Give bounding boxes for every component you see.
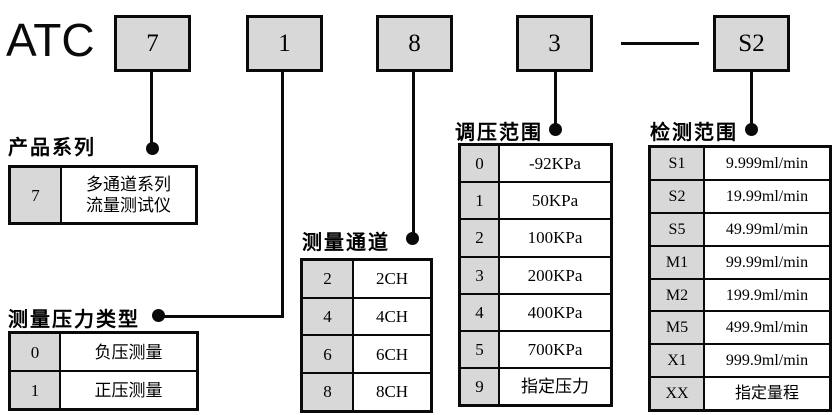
- code-key-cell: X1: [651, 345, 703, 377]
- description-cell: 200KPa: [500, 257, 610, 293]
- description-cell: 199.9ml/min: [705, 279, 829, 311]
- code-key-cell: 2: [303, 261, 352, 297]
- code-key-cell: 1: [11, 372, 59, 408]
- code-key-cell: 3: [461, 257, 498, 293]
- description-cell: 19.99ml/min: [705, 180, 829, 212]
- description-cell: 4CH: [354, 298, 430, 335]
- code-key-cell: 0: [461, 146, 498, 182]
- description-cell: 正压测量: [61, 372, 196, 408]
- section-label-pressure-range: 调压范围: [455, 122, 543, 144]
- code-box-channels: 8: [376, 15, 453, 72]
- description-cell: 6CH: [354, 336, 430, 373]
- connector-dot-channels: [406, 232, 419, 245]
- section-label-pressure-type: 测量压力类型: [8, 309, 140, 331]
- description-cell: -92KPa: [500, 146, 610, 182]
- connector-dot-product-series: [146, 142, 159, 155]
- description-cell: 8CH: [354, 374, 430, 410]
- code-key-cell: 8: [303, 374, 352, 410]
- description-cell: 多通道系列 流量测试仪: [62, 168, 195, 222]
- code-key-cell: 4: [303, 298, 352, 335]
- code-key-cell: 1: [461, 183, 498, 219]
- description-cell: 400KPa: [500, 294, 610, 330]
- section-label-detection-range: 检测范围: [650, 122, 738, 144]
- description-cell: 负压测量: [61, 334, 196, 370]
- connector-line-product-series: [150, 72, 153, 149]
- description-cell: 49.99ml/min: [705, 213, 829, 245]
- code-key-cell: S2: [651, 180, 703, 212]
- description-cell: 499.9ml/min: [705, 312, 829, 344]
- code-key-cell: XX: [651, 378, 703, 410]
- code-box-pressure-type: 1: [246, 15, 323, 72]
- section-label-product-series: 产品系列: [8, 137, 96, 159]
- connector-dot-pressure-range: [549, 123, 562, 136]
- code-key-cell: M2: [651, 279, 703, 311]
- connector-line-detection-range: [750, 72, 753, 130]
- description-cell: 指定量程: [705, 378, 829, 410]
- code-key-cell: 4: [461, 294, 498, 330]
- code-key-cell: M1: [651, 246, 703, 278]
- code-box-detection-range: S2: [713, 15, 790, 72]
- description-cell: 999.9ml/min: [705, 345, 829, 377]
- code-box-product-series: 7: [114, 15, 191, 72]
- description-cell: 2CH: [354, 261, 430, 297]
- connector-line-channels: [412, 72, 415, 239]
- connector-dot-pressure-type: [152, 309, 165, 322]
- code-box-pressure-range: 3: [516, 15, 593, 72]
- description-cell: 50KPa: [500, 183, 610, 219]
- code-key-cell: 2: [461, 220, 498, 256]
- description-cell: 700KPa: [500, 331, 610, 368]
- code-key-cell: 5: [461, 331, 498, 368]
- code-key-cell: S5: [651, 213, 703, 245]
- code-key-cell: 9: [461, 369, 498, 405]
- code-key-cell: S1: [651, 148, 703, 179]
- code-key-cell: 0: [11, 334, 59, 370]
- code-separator-dash: [621, 42, 699, 45]
- description-cell: 100KPa: [500, 220, 610, 256]
- description-cell: 9.999ml/min: [705, 148, 829, 179]
- description-cell: 指定压力: [500, 369, 610, 405]
- description-cell: 99.99ml/min: [705, 246, 829, 278]
- connector-line-pressure-type-vert: [281, 72, 284, 318]
- section-label-channels: 测量通道: [302, 232, 390, 254]
- code-key-cell: M5: [651, 312, 703, 344]
- connector-dot-detection-range: [745, 123, 758, 136]
- code-key-cell: 6: [303, 336, 352, 373]
- connector-line-pressure-range: [554, 72, 557, 130]
- code-key-cell: 7: [11, 168, 60, 222]
- connector-line-pressure-type-horiz: [158, 315, 284, 318]
- product-prefix: ATC: [6, 14, 95, 66]
